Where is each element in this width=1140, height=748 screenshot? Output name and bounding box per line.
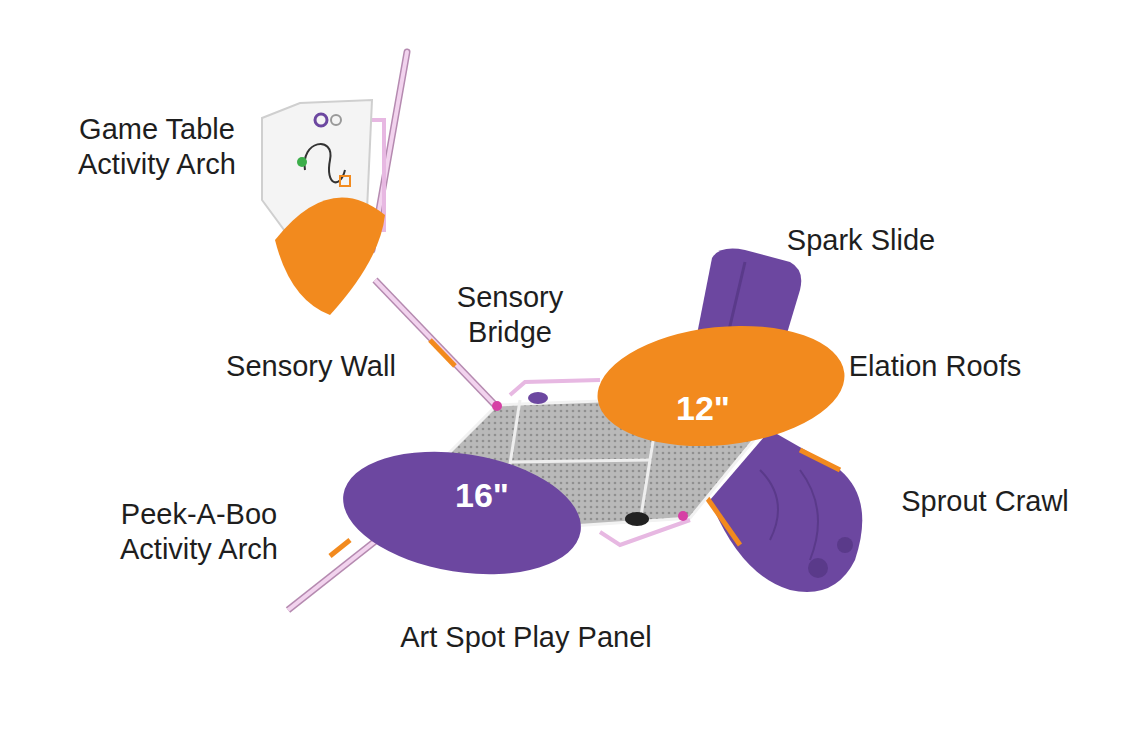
- roof-purple: 16": [340, 452, 584, 574]
- part-name: Art Spot Play Panel: [366, 620, 686, 655]
- part-name: Sensory Wall: [206, 349, 416, 384]
- part-name: Spark Slide: [761, 223, 961, 258]
- part-name: Sensory Bridge: [428, 280, 593, 351]
- game-table-arch: [262, 52, 407, 315]
- roof-orange: 12": [595, 325, 847, 447]
- part-name: Sprout Crawl: [875, 484, 1095, 519]
- part-name: Game Table Activity Arch: [50, 112, 265, 183]
- height-callout: 16": [455, 476, 509, 515]
- part-name: Peek-A-Boo Activity Arch: [79, 497, 319, 568]
- roof-shape: [595, 325, 847, 447]
- part-name: Elation Roofs: [825, 349, 1045, 384]
- height-callout: 12": [676, 389, 730, 428]
